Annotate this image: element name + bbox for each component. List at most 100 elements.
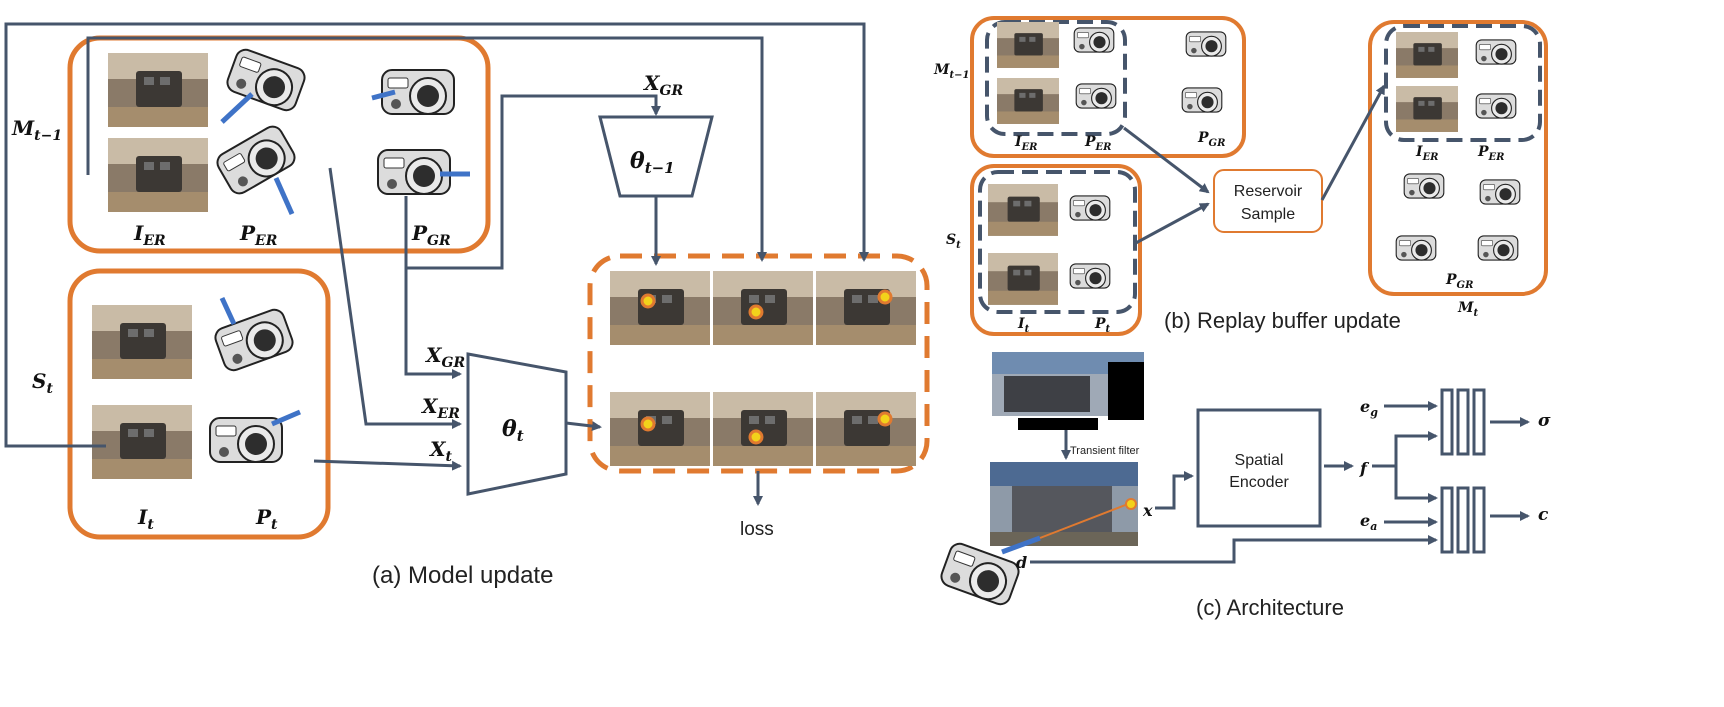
prediction-image	[816, 271, 916, 345]
current-camera-2	[209, 417, 283, 463]
label-p-t: Pt	[255, 505, 278, 533]
b-m-prev-box	[970, 16, 1246, 158]
er-image-2	[108, 138, 208, 212]
encoder-label-line2: Encoder	[1229, 474, 1289, 491]
prediction-image	[816, 392, 916, 466]
label-sigma: σ	[1538, 411, 1551, 431]
er-camera-2	[212, 121, 300, 199]
label-x-er: XER	[420, 394, 460, 422]
keypoint-marker	[877, 411, 893, 427]
er-camera-2-direction	[273, 176, 295, 216]
b-out-er-image-1	[1396, 32, 1458, 78]
label-x: x	[1142, 501, 1153, 520]
encoder-label-line1: Spatial	[1235, 452, 1284, 469]
label-theta-prev: θt−1	[630, 148, 675, 177]
er-image-1	[108, 53, 208, 127]
b-label-m-t: Mt	[1457, 300, 1479, 319]
c-camera-direction	[1001, 535, 1041, 555]
b-current-image-2	[988, 253, 1058, 305]
b-out-gr-camera-4	[1477, 235, 1519, 261]
s-t-box	[67, 268, 331, 540]
panel-b-connections	[1123, 84, 1386, 246]
prediction-image	[610, 392, 710, 466]
prediction-image	[713, 392, 813, 466]
current-camera-1	[211, 306, 297, 374]
current-model-block	[466, 352, 568, 496]
keypoint-marker	[748, 429, 764, 445]
label-transient-filter: Transient filter	[1070, 445, 1140, 457]
label-c: c	[1538, 505, 1549, 525]
label-x-gr-top: XGR	[642, 71, 683, 99]
label-p-gr: PGR	[411, 221, 451, 249]
b-label-p-er: PER	[1084, 134, 1111, 153]
keypoint-marker	[640, 293, 656, 309]
b-out-gr-camera-2	[1479, 179, 1521, 205]
spatial-encoder-box	[1196, 408, 1322, 528]
reservoir-sample-box	[1213, 169, 1323, 233]
caption-b: (b) Replay buffer update	[1164, 308, 1401, 333]
panel-a-model-update: IER PER PGR Mt−1 It Pt St θt−1 XGR θt XG…	[4, 22, 930, 589]
label-e-g: eg	[1360, 397, 1378, 419]
label-x-t: Xt	[428, 437, 453, 465]
current-image-1	[92, 305, 192, 379]
panel-a-connections	[4, 22, 869, 506]
b-current-camera-1	[1069, 195, 1111, 221]
c-filtered-image	[992, 352, 1144, 430]
panel-c-architecture: Transient filter x d Spatial Encoder f e…	[937, 352, 1551, 620]
reservoir-label-line2: Sample	[1241, 206, 1295, 223]
current-image-2	[92, 405, 192, 479]
current-camera-2-direction	[271, 409, 301, 427]
label-d: d	[1016, 553, 1027, 572]
b-er-camera-1	[1073, 27, 1115, 53]
prev-model-block	[598, 115, 714, 198]
b-current-image-1	[988, 184, 1058, 236]
b-label-out-p-er: PER	[1477, 144, 1504, 163]
b-out-er-image-2	[1396, 86, 1458, 132]
b-label-out-i-er: IER	[1415, 144, 1439, 163]
c-input-image	[990, 462, 1138, 546]
b-gr-camera-1	[1185, 31, 1227, 57]
label-theta-t: θt	[502, 416, 524, 445]
b-label-s-t: St	[946, 232, 961, 251]
label-i-t: It	[137, 505, 154, 533]
prediction-image	[713, 271, 813, 345]
b-label-i-er: IER	[1014, 134, 1038, 153]
b-m-t-dashed	[1384, 24, 1542, 142]
b-er-camera-2	[1075, 83, 1117, 109]
b-out-er-camera-1	[1475, 39, 1517, 65]
keypoint-marker	[877, 289, 893, 305]
density-mlp	[1440, 388, 1486, 456]
b-label-i-t: It	[1017, 316, 1030, 335]
prediction-grid	[610, 271, 916, 466]
reservoir-label-line1: Reservoir	[1234, 183, 1303, 200]
label-f: f	[1359, 459, 1370, 478]
b-gr-camera-2	[1181, 87, 1223, 113]
b-label-p-t: Pt	[1094, 316, 1111, 335]
caption-c: (c) Architecture	[1196, 595, 1344, 620]
prediction-image	[610, 271, 710, 345]
label-i-er: IER	[133, 221, 166, 249]
b-s-t-box	[970, 164, 1142, 336]
panel-b-replay-buffer-update: IER PER PGR Mt−1 It Pt St Reservoir Samp…	[933, 16, 1548, 336]
caption-a: (a) Model update	[372, 562, 553, 589]
b-label-m-prev: Mt−1	[933, 62, 969, 81]
b-er-image-1	[997, 22, 1059, 68]
b-label-out-p-gr: PGR	[1445, 272, 1473, 291]
b-current-camera-2	[1069, 263, 1111, 289]
sample-point	[1125, 498, 1137, 510]
label-s-t: St	[32, 369, 53, 397]
b-er-image-2	[997, 78, 1059, 124]
b-m-t-box	[1368, 20, 1548, 296]
current-camera-1-direction	[219, 296, 237, 326]
label-e-a: ea	[1360, 511, 1377, 533]
color-mlp	[1440, 486, 1486, 554]
b-out-gr-camera-1	[1403, 173, 1445, 199]
label-x-gr: XGR	[424, 343, 465, 371]
er-camera-1-direction	[220, 92, 254, 124]
panel-c-connections	[1030, 401, 1530, 564]
keypoint-marker	[748, 304, 764, 320]
ray	[1039, 503, 1129, 539]
b-out-gr-camera-3	[1395, 235, 1437, 261]
label-m-prev: Mt−1	[11, 116, 62, 144]
